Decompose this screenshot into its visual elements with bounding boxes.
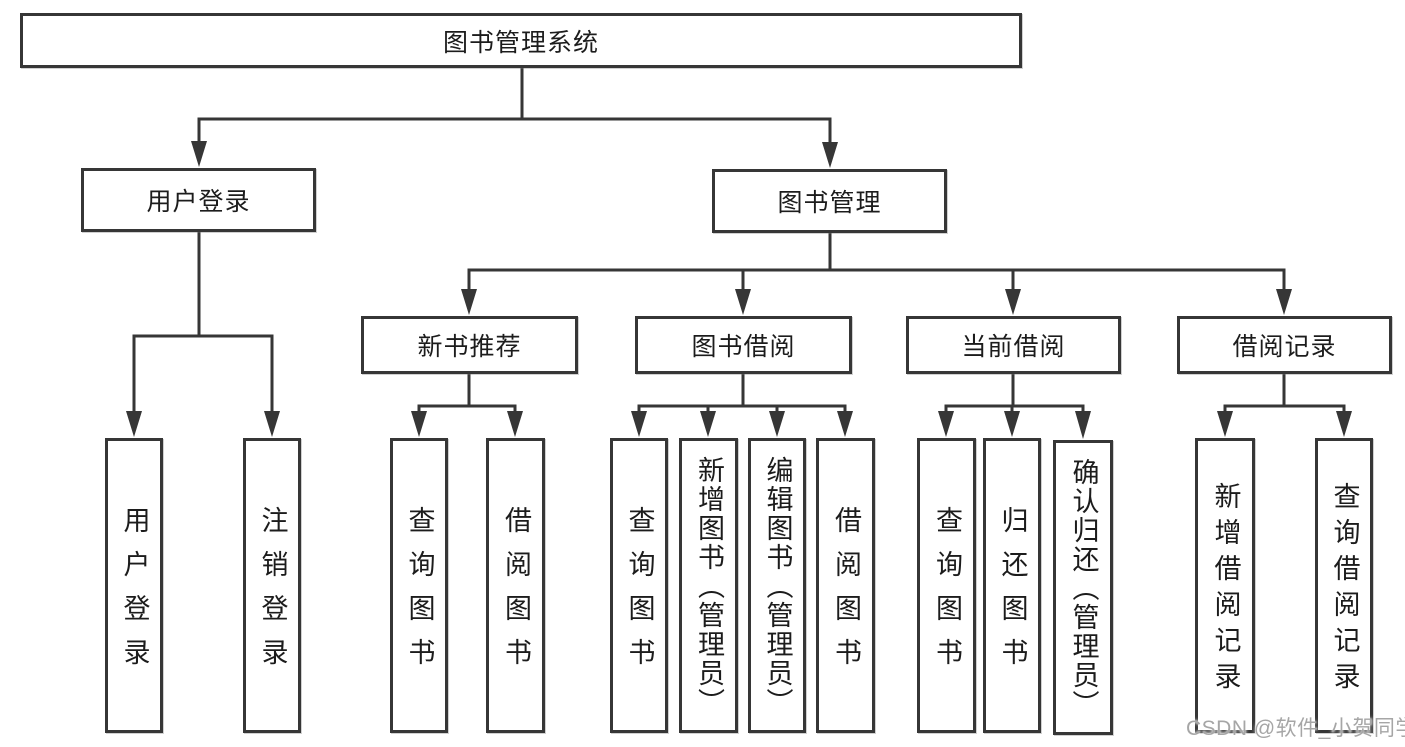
- leaf-query-books-borrow: 查询图书: [610, 438, 668, 733]
- node-book-borrowing: 图书借阅: [635, 316, 852, 374]
- node-label: 用户登录: [146, 188, 251, 216]
- node-label: 当前借阅: [961, 333, 1066, 361]
- leaf-query-borrow-record: 查询借阅记录: [1315, 438, 1373, 733]
- node-user-login: 用户登录: [81, 168, 316, 232]
- node-label: 归还图书: [997, 506, 1028, 682]
- node-label: 编辑图书（管理员）: [762, 456, 793, 717]
- leaf-edit-book-admin: 编辑图书（管理员）: [748, 438, 806, 733]
- leaf-add-borrow-record: 新增借阅记录: [1195, 438, 1255, 733]
- node-library-management-system: 图书管理系统: [20, 13, 1022, 68]
- node-label: 查询图书: [624, 506, 655, 682]
- node-label: 借阅图书: [501, 506, 531, 682]
- node-label: 查询图书: [404, 506, 435, 682]
- csdn-watermark: CSDN @软件_小贺同学: [1186, 717, 1405, 740]
- node-label: 新增借阅记录: [1210, 482, 1241, 698]
- node-new-book-recommendation: 新书推荐: [361, 316, 578, 374]
- leaf-add-book-admin: 新增图书（管理员）: [679, 438, 738, 733]
- node-label: 图书借阅: [691, 333, 796, 361]
- node-current-borrowing: 当前借阅: [906, 316, 1121, 374]
- leaf-borrow-books-recommend: 借阅图书: [486, 438, 545, 733]
- node-label: 图书管理: [777, 189, 882, 217]
- node-label: 注销登录: [257, 506, 288, 682]
- node-borrowing-records: 借阅记录: [1177, 316, 1392, 374]
- node-label: 新增图书（管理员）: [694, 456, 724, 717]
- leaf-query-books-recommend: 查询图书: [390, 438, 448, 733]
- leaf-user-login: 用户登录: [105, 438, 163, 733]
- node-label: 用户登录: [119, 506, 150, 682]
- node-label: 确认归还（管理员）: [1068, 458, 1099, 719]
- leaf-confirm-return-admin: 确认归还（管理员）: [1053, 440, 1113, 735]
- node-label: 查询图书: [932, 506, 962, 682]
- node-label: 借阅记录: [1232, 333, 1337, 361]
- leaf-logout: 注销登录: [243, 438, 301, 733]
- node-label: 图书管理系统: [442, 28, 599, 57]
- node-book-management: 图书管理: [712, 169, 947, 233]
- node-label: 借阅图书: [831, 506, 861, 682]
- leaf-return-books: 归还图书: [983, 438, 1041, 733]
- node-label: 查询借阅记录: [1329, 482, 1360, 698]
- node-label: 新书推荐: [417, 333, 522, 361]
- leaf-borrow-books: 借阅图书: [816, 438, 875, 733]
- leaf-query-books-current: 查询图书: [917, 438, 976, 733]
